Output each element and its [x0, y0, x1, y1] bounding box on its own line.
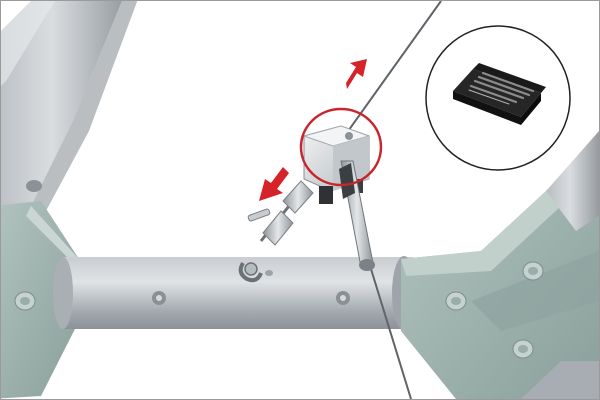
tool-case-icon [453, 63, 546, 125]
horizontal-tube [53, 256, 416, 330]
highlight-circle-icon [299, 107, 383, 187]
turnbuckle [238, 180, 314, 283]
direction-arrow-icon [259, 167, 289, 201]
tool-case-inset [425, 25, 571, 171]
left-node-plate [1, 201, 79, 399]
steel-cable [340, 1, 442, 399]
direction-arrow-icon [346, 59, 367, 89]
bottom-right-tube [521, 361, 599, 399]
cable-end-terminal [339, 160, 375, 271]
upper-left-diagonal-tube [1, 1, 138, 214]
right-node-plate [401, 161, 599, 399]
right-diagonal-tube [546, 131, 599, 231]
